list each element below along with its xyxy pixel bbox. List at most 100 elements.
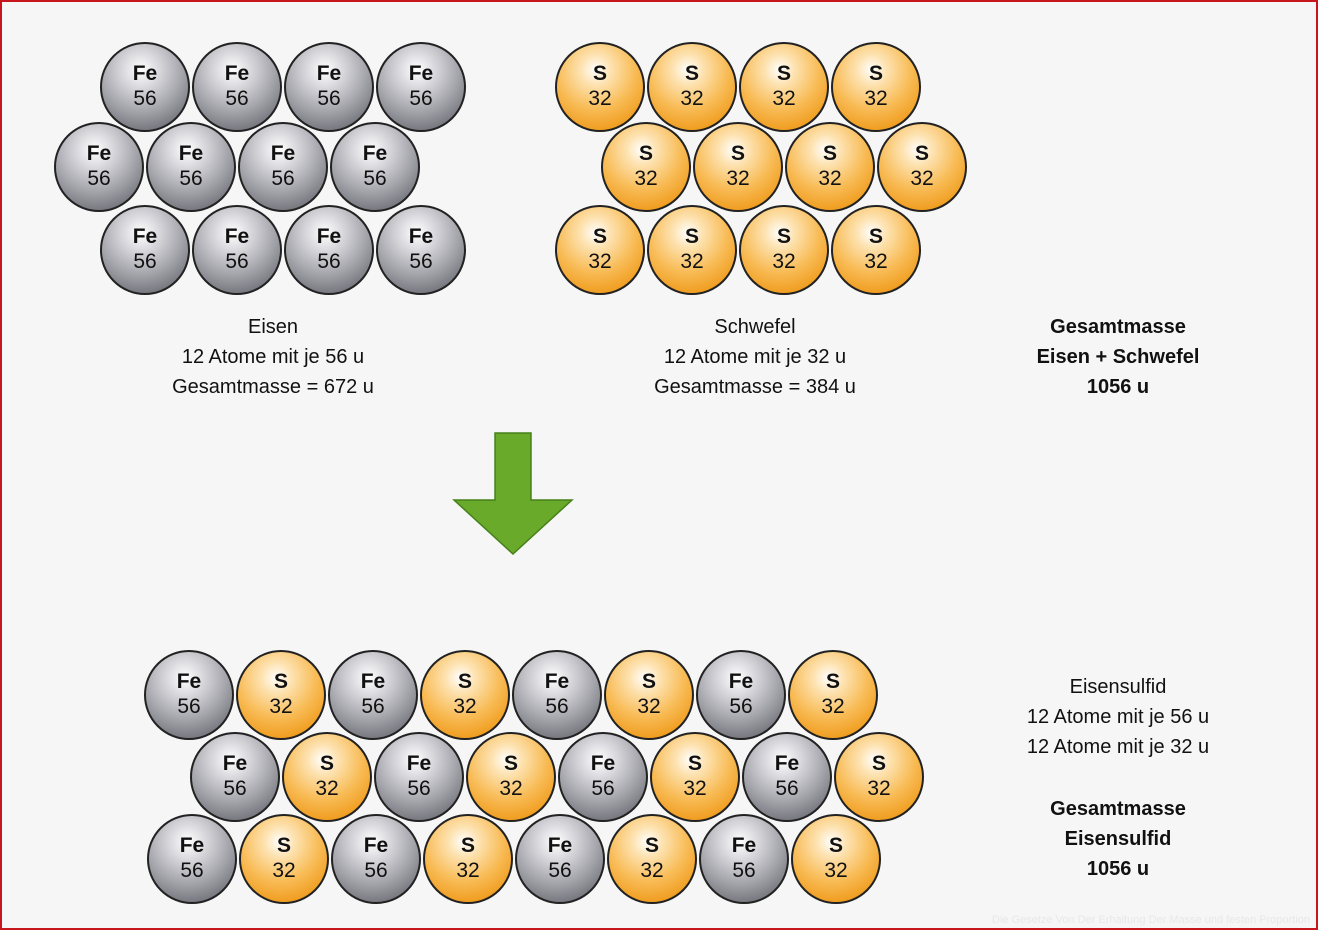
atom-mass: 32 [864, 87, 888, 110]
atom-mass: 32 [864, 250, 888, 273]
atom-mass: 56 [133, 250, 157, 273]
product-name: Eisensulfid [1069, 676, 1167, 698]
atom-mass: 32 [680, 250, 704, 273]
atom-mass: 32 [456, 859, 480, 882]
atom-mass: 32 [726, 167, 750, 190]
atom-symbol: S [638, 142, 653, 166]
atom-symbol: Fe [362, 142, 388, 166]
atom-symbol: S [319, 752, 334, 776]
total-after-subject: Eisensulfid [1064, 828, 1172, 850]
product-s-atoms-line: 12 Atome mit je 32 u [1026, 736, 1210, 758]
atom-mass: 32 [680, 87, 704, 110]
sulfur-name: Schwefel [714, 316, 796, 338]
atom-mass: 32 [634, 167, 658, 190]
atom-mass: 56 [729, 695, 753, 718]
iron-name: Eisen [247, 316, 299, 338]
atom-mass: 32 [910, 167, 934, 190]
atom-symbol: Fe [224, 62, 250, 86]
atom-mass: 56 [409, 250, 433, 273]
atom-mass: 32 [772, 250, 796, 273]
atom-symbol: Fe [363, 834, 389, 858]
atom-symbol: Fe [179, 834, 205, 858]
product-label: Eisensulfid 12 Atome mit je 56 u 12 Atom… [968, 672, 1268, 762]
atom-mass: 56 [317, 87, 341, 110]
atom-symbol: S [914, 142, 929, 166]
atom-symbol: Fe [774, 752, 800, 776]
atom-symbol: Fe [224, 225, 250, 249]
atom-mass: 56 [364, 859, 388, 882]
atom-symbol: Fe [316, 62, 342, 86]
atom-mass: 56 [133, 87, 157, 110]
atom-symbol: Fe [406, 752, 432, 776]
sulfur-mass-line: Gesamtmasse = 384 u [654, 376, 856, 398]
atom-symbol: S [868, 225, 883, 249]
atom-mass: 32 [315, 777, 339, 800]
atom-mass: 56 [271, 167, 295, 190]
total-after-value: 1056 u [1086, 858, 1150, 880]
atom-mass: 32 [772, 87, 796, 110]
down-arrow-icon [452, 432, 574, 556]
atom-mass: 32 [821, 695, 845, 718]
atom-symbol: S [276, 834, 291, 858]
atom-mass: 32 [272, 859, 296, 882]
atom-mass: 56 [591, 777, 615, 800]
watermark: Die Gesetze Von Der Erhaltung Der Masse … [992, 914, 1310, 926]
atom-symbol: S [503, 752, 518, 776]
atom-symbol: S [592, 62, 607, 86]
iron-label: Eisen 12 Atome mit je 56 u Gesamtmasse =… [123, 312, 423, 402]
atom-symbol: S [868, 62, 883, 86]
atom-mass: 56 [317, 250, 341, 273]
atom-symbol: Fe [176, 670, 202, 694]
product-fe-atoms-line: 12 Atome mit je 56 u [1026, 706, 1210, 728]
total-after-title: Gesamtmasse [1050, 798, 1186, 820]
total-before-value: 1056 u [1086, 376, 1150, 398]
atom-symbol: Fe [270, 142, 296, 166]
total-mass-before: Gesamtmasse Eisen + Schwefel 1056 u [968, 312, 1268, 402]
atom-symbol: S [641, 670, 656, 694]
atom-mass: 56 [548, 859, 572, 882]
atom-symbol: Fe [360, 670, 386, 694]
atom-symbol: S [822, 142, 837, 166]
iron-atoms-line: 12 Atome mit je 56 u [181, 346, 365, 368]
atom-symbol: Fe [544, 670, 570, 694]
atom-symbol: Fe [547, 834, 573, 858]
atom-symbol: Fe [408, 62, 434, 86]
atom-mass: 32 [499, 777, 523, 800]
atom-symbol: S [273, 670, 288, 694]
total-before-subject: Eisen + Schwefel [1036, 346, 1200, 368]
sulfur-label: Schwefel 12 Atome mit je 32 u Gesamtmass… [605, 312, 905, 402]
atom-mass: 32 [683, 777, 707, 800]
atom-symbol: Fe [178, 142, 204, 166]
atom-mass: 56 [361, 695, 385, 718]
atom-mass: 32 [269, 695, 293, 718]
atom-symbol: Fe [222, 752, 248, 776]
atom-symbol: S [592, 225, 607, 249]
total-before-title: Gesamtmasse [1050, 316, 1186, 338]
